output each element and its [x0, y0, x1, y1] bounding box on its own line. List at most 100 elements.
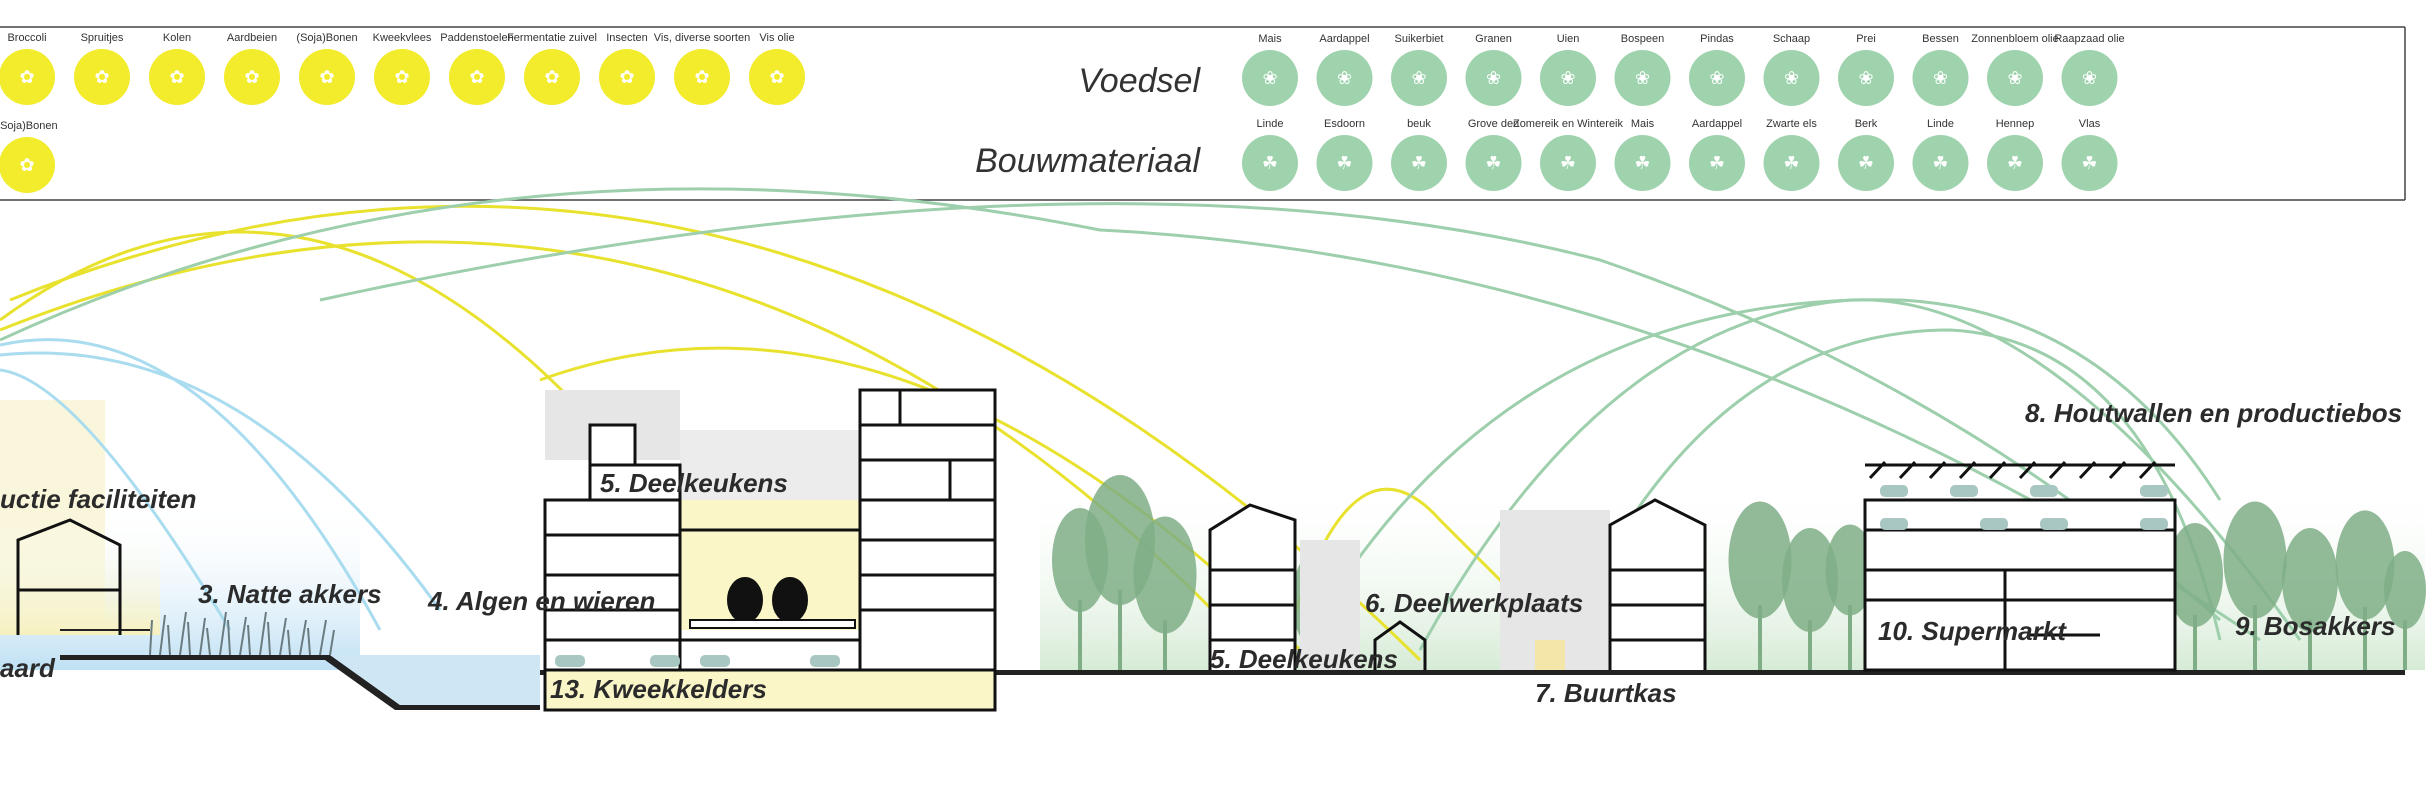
tree	[2282, 528, 2338, 632]
icon-glyph: ☘	[2007, 153, 2023, 174]
label-kweekkelders: 13. Kweekkelders	[550, 674, 767, 704]
block-a-top	[588, 423, 637, 467]
block-b-top	[858, 388, 902, 427]
icon-label: Bospeen	[1621, 33, 1664, 45]
beuk-icon: ☘beuk	[1391, 118, 1447, 191]
car-icon	[2140, 518, 2168, 530]
label-boomgaard: aard	[0, 653, 56, 683]
zomereik-en-wintereik-icon: ☘Zomereik en Wintereik	[1513, 118, 1624, 191]
icon-label: Linde	[1927, 118, 1954, 130]
icon-glyph: ❀	[1784, 68, 1799, 89]
berk-icon: ☘Berk	[1838, 118, 1894, 191]
icon-label: Schaap	[1773, 33, 1810, 45]
icon-label: Vlas	[2079, 118, 2101, 130]
icon-disc	[1465, 135, 1522, 191]
icon-label: Granen	[1475, 33, 1512, 45]
label-natte-akkers: 3. Natte akkers	[198, 579, 382, 609]
icon-disc	[1242, 50, 1298, 106]
left-icon-group: ✿Broccoli✿Spruitjes✿Kolen✿Aardbeien✿(Soj…	[0, 32, 805, 193]
car-icon	[1880, 485, 1908, 497]
label-productie: uctie faciliteiten	[0, 484, 197, 514]
icon-glyph: ❀	[1635, 68, 1650, 89]
label-bosakkers: 9. Bosakkers	[2235, 611, 2395, 641]
supermarket	[1863, 498, 2177, 672]
green-arc	[1418, 298, 2302, 651]
reed-stems	[149, 611, 335, 656]
car-icon	[1880, 518, 1908, 530]
block-a-main	[543, 498, 682, 672]
tree	[1728, 501, 1792, 619]
icon-glyph: ❀	[1486, 68, 1501, 89]
tree	[1825, 524, 1875, 616]
icon-disc	[1987, 50, 2043, 106]
icon-label: Aardappel	[1692, 118, 1742, 130]
icon-label: Berk	[1855, 118, 1878, 130]
icon-disc	[1763, 135, 1820, 191]
uien-icon: ❀Uien	[1540, 33, 1596, 106]
icon-glyph: ☘	[1336, 153, 1352, 174]
icon-label: Uien	[1557, 33, 1580, 45]
buildings	[16, 388, 2177, 712]
yellow-arc	[0, 240, 1262, 662]
icon-disc	[374, 49, 430, 105]
tree	[2223, 501, 2287, 619]
car-icon	[2140, 485, 2168, 497]
zonnenbloem-olie-icon: ❀Zonnenbloem olie	[1971, 33, 2059, 106]
green-arc	[319, 202, 2221, 622]
vehicles	[689, 577, 856, 629]
insecten-icon: ✿Insecten	[599, 32, 655, 105]
right-house	[1608, 498, 1707, 670]
icon-disc	[1614, 135, 1671, 191]
bessen-icon: ❀Bessen	[1912, 33, 1969, 106]
spruitjes-icon: ✿Spruitjes	[74, 32, 130, 105]
label-deelkeukens-low: 5. Deelkeukens	[1210, 644, 1398, 674]
kweekvlees-icon: ✿Kweekvlees	[373, 32, 432, 105]
icon-glyph: ☘	[1709, 153, 1725, 174]
bospeen-icon: ❀ Bospeen	[1614, 33, 1671, 106]
icon-disc	[0, 137, 55, 193]
vis-diverse-soorten-icon: ✿Vis, diverse soorten	[654, 32, 750, 105]
icon-glyph: ✿	[244, 67, 259, 88]
aardbeien-icon: ✿Aardbeien	[224, 32, 280, 105]
place-labels: uctie faciliteiten aard 3. Natte akkers …	[0, 398, 2402, 708]
pindas-icon: ❀Pindas	[1689, 33, 1745, 106]
icon-disc	[1838, 50, 1894, 106]
soja-bonen-icon: ✿ (Soja)Bonen	[0, 120, 58, 193]
icon-label: Aardappel	[1319, 33, 1369, 45]
icon-label: (Soja)Bonen	[0, 120, 58, 132]
vis-olie-icon: ✿Vis olie	[749, 32, 805, 105]
car-icon	[650, 655, 680, 667]
aardappel-icon: ❀Aardappel	[1316, 33, 1373, 106]
icon-disc	[1763, 50, 1820, 106]
label-deelkeukens-top: 5. Deelkeukens	[600, 468, 788, 498]
blue-arc	[0, 368, 232, 631]
icon-label: Fermentatie zuivel	[507, 32, 597, 44]
icon-label: Bessen	[1922, 33, 1959, 45]
icon-label: Prei	[1856, 33, 1876, 45]
icon-disc	[1689, 135, 1745, 191]
tree	[1133, 516, 1197, 634]
tank	[772, 577, 808, 623]
water-basin	[330, 655, 540, 705]
icon-disc	[2061, 50, 2118, 106]
icon-disc	[0, 49, 55, 105]
icon-disc	[1391, 135, 1447, 191]
fermentatie-zuivel-icon: ✿Fermentatie zuivel	[507, 32, 597, 105]
icon-label: Zomereik en Wintereik	[1513, 118, 1624, 130]
icon-disc	[1912, 135, 1969, 191]
soja-bonen-icon: ✿(Soja)Bonen	[296, 32, 358, 105]
icon-glyph: ☘	[1634, 153, 1650, 174]
flow-arcs	[0, 187, 2302, 662]
icon-label: Hennep	[1996, 118, 2035, 130]
icon-glyph: ☘	[1411, 153, 1427, 174]
icon-disc	[674, 49, 730, 105]
icon-glyph: ✿	[19, 155, 34, 176]
icon-disc	[299, 49, 355, 105]
icon-glyph: ✿	[169, 67, 184, 88]
tree	[2167, 523, 2223, 627]
icon-glyph: ☘	[1783, 153, 1799, 174]
icon-glyph: ☘	[1485, 153, 1501, 174]
esdoorn-icon: ☘Esdoorn	[1316, 118, 1373, 191]
icon-glyph: ✿	[469, 67, 484, 88]
